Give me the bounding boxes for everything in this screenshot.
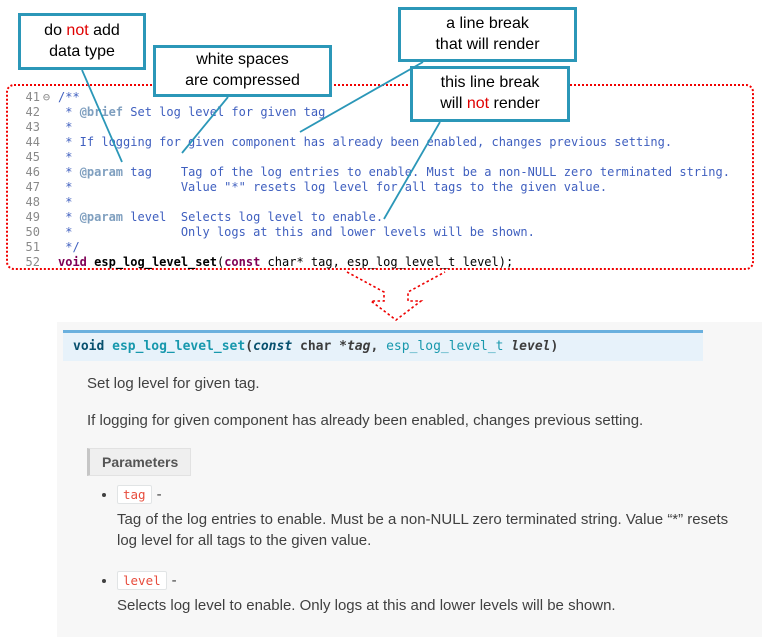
parameter-name-line: level- [117,571,762,590]
parameter-separator: - [156,485,162,503]
code-line: 43 * [16,120,730,135]
callout-text: do [44,21,67,39]
code-line: 44 * If logging for given component has … [16,135,730,150]
code-line: 52 void esp_log_level_set(const char* tag… [16,255,730,270]
callout-no-datatype-text: do not add data type [44,21,120,63]
callout-text: that will render [435,35,540,53]
code-text: * If logging for given component has alr… [58,135,673,149]
fold-gutter [40,225,53,240]
callout-break-render: a line break that will render [398,7,577,62]
line-number: 42 [25,105,40,119]
signature-token: level [511,339,551,354]
parameter-name-chip: level [117,571,167,590]
fold-gutter [40,180,53,195]
parameters-heading: Parameters [87,447,192,476]
signature-token: ( [245,339,254,354]
signature-token: void [73,339,113,354]
signature-token: ) [550,339,559,354]
line-number: 50 [25,225,40,239]
signature-token: , [370,339,387,354]
line-number: 46 [25,165,40,179]
callout-text: render [489,95,540,112]
signature-token: tag [346,339,371,354]
line-number: 52 [25,255,40,269]
line-number: 48 [25,195,40,209]
code-text: */ [58,240,80,254]
fold-gutter [40,240,53,255]
parameter-item: tag- Tag of the log entries to enable. Mu… [117,484,762,553]
line-number: 43 [25,120,40,134]
callout-text: white spaces [196,51,289,69]
code-text: * [58,150,73,164]
signature-token: char * [292,339,347,354]
callout-text: add [88,21,120,39]
signature-token: const [253,339,293,354]
code-line: 46 * @param tag Tag of the log entries t… [16,165,730,180]
parameter-list: tag-Tag of the log entries to enable. Mu… [87,484,762,617]
fold-gutter [40,135,53,150]
doc-body: Set log level for given tag. If logging … [87,373,762,617]
callout-break-render-text: a line break that will render [435,14,539,56]
callout-text: are compressed [185,72,300,89]
parameter-separator: - [171,572,177,589]
callout-break-norender-text: this line break will not render [440,73,540,115]
callout-text: will [440,95,467,112]
callout-whitespace-text: white spaces are compressed [185,50,300,92]
rendered-doc-panel: void esp_log_level_set(const char *tag, … [57,322,762,637]
fold-gutter [40,150,53,165]
parameter-description: Selects log level to enable. Only logs a… [117,597,616,614]
code-line: 49 * @param level Selects log level to e… [16,210,730,225]
code-line: 42 * @brief Set log level for given tag [16,105,730,120]
code-text: * @brief Set log level for given tag [58,105,326,119]
signature-token: esp_log_level_set [112,339,246,354]
callout-text-emphasis: not [66,21,89,39]
callout-no-datatype: do not add data type [18,13,146,70]
code-text: * Only logs at this and lower levels wil… [58,225,535,239]
fold-gutter [40,255,53,270]
line-number: 47 [25,180,40,194]
fold-gutter [40,195,53,210]
code-text: * Value "*" resets log level for all tag… [58,180,608,194]
code-text: * @param tag Tag of the log entries to e… [58,165,730,179]
callout-whitespace: white spaces are compressed [153,45,332,97]
fold-gutter [40,105,53,120]
code-line: 50 * Only logs at this and lower levels … [16,225,730,240]
line-number: 45 [25,150,40,164]
code-block: 41⊖/**42 * @brief Set log level for give… [16,90,730,270]
fold-gutter [40,120,53,135]
fold-gutter [40,165,53,180]
line-number: 44 [25,135,40,149]
parameter-name-chip: tag [117,484,152,504]
callout-text: a line break [446,14,529,32]
function-signature: void esp_log_level_set(const char *tag, … [63,330,703,361]
dotted-down-arrow [346,271,446,322]
signature-token: esp_log_level_t [386,339,512,354]
fold-marker-icon[interactable]: ⊖ [42,90,51,104]
fold-gutter [40,210,53,225]
code-line: 51 */ [16,240,730,255]
parameter-name-line: tag- [117,484,762,504]
doc-description: If logging for given component has alrea… [87,411,644,429]
code-text: /** [58,90,80,104]
code-line: 47 * Value "*" resets log level for all … [16,180,730,195]
parameter-description: Tag of the log entries to enable. Must b… [117,510,729,550]
code-text: * [58,120,73,134]
code-line: 45 * [16,150,730,165]
code-line: 41⊖ /** [16,90,730,105]
code-text: void esp_log_level_set(const char* tag, … [58,255,514,269]
callout-text: this line break [440,74,540,92]
line-number: 49 [25,210,40,224]
doc-brief: Set log level for given tag. [87,375,260,392]
line-number: 51 [25,240,40,254]
callout-text: data type [49,42,115,60]
parameter-item: level- Selects log level to enable. Only … [117,571,762,617]
code-text: * [58,195,73,209]
line-number: 41 [25,90,40,104]
callout-text-emphasis: not [466,95,490,112]
code-line: 48 * [16,195,730,210]
callout-break-norender: this line break will not render [410,66,570,122]
code-text: * @param level Selects log level to enab… [58,210,384,224]
